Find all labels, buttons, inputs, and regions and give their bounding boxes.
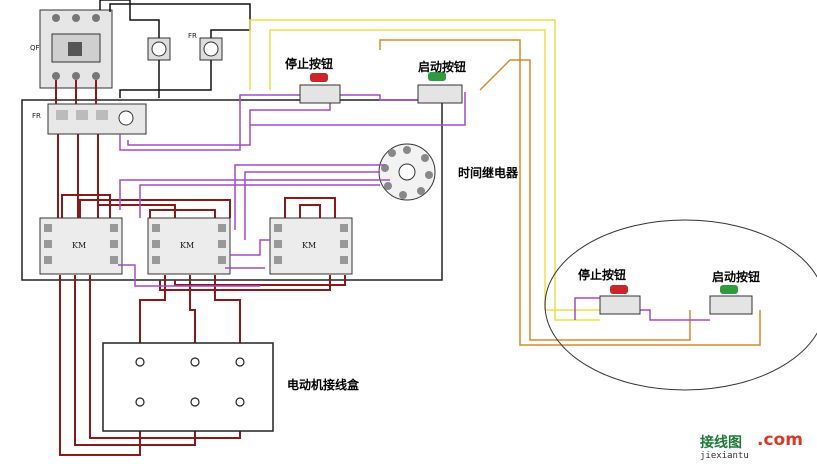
watermark-com: .com [757,430,803,450]
watermark-domain: jiexiantu [700,451,749,461]
label-remote-start-button: 启动按钮 [712,270,761,284]
label-km3: KM [302,241,317,250]
remote-stop-button[interactable] [599,285,641,315]
start-button[interactable] [417,72,463,104]
label-time-relay: 时间继电器 [458,166,519,180]
remote-station-outline [544,219,817,391]
motor-terminals [135,357,245,407]
label-km2: KM [180,241,195,250]
label-remote-stop-button: 停止按钮 [578,268,627,282]
watermark-brand: 接线图 [700,435,742,451]
fuse-1 [147,37,171,61]
contactor-km2 [147,217,231,275]
label-fr-left: FR [32,112,41,120]
motor-terminal-box [102,342,274,432]
contactor-km1 [39,217,123,275]
control-panel-frame [21,99,443,281]
label-qf: QF [30,44,40,52]
label-motor-box: 电动机接线盒 [287,378,360,392]
label-start-button: 启动按钮 [418,60,467,74]
label-fr-top: FR [188,32,197,40]
label-km1: KM [72,241,87,250]
label-stop-button: 停止按钮 [285,57,334,71]
stop-button[interactable] [299,73,341,104]
remote-start-button[interactable] [709,285,753,315]
fuse-2 [199,37,223,61]
time-relay [378,143,436,201]
contactor-km3 [269,217,353,275]
